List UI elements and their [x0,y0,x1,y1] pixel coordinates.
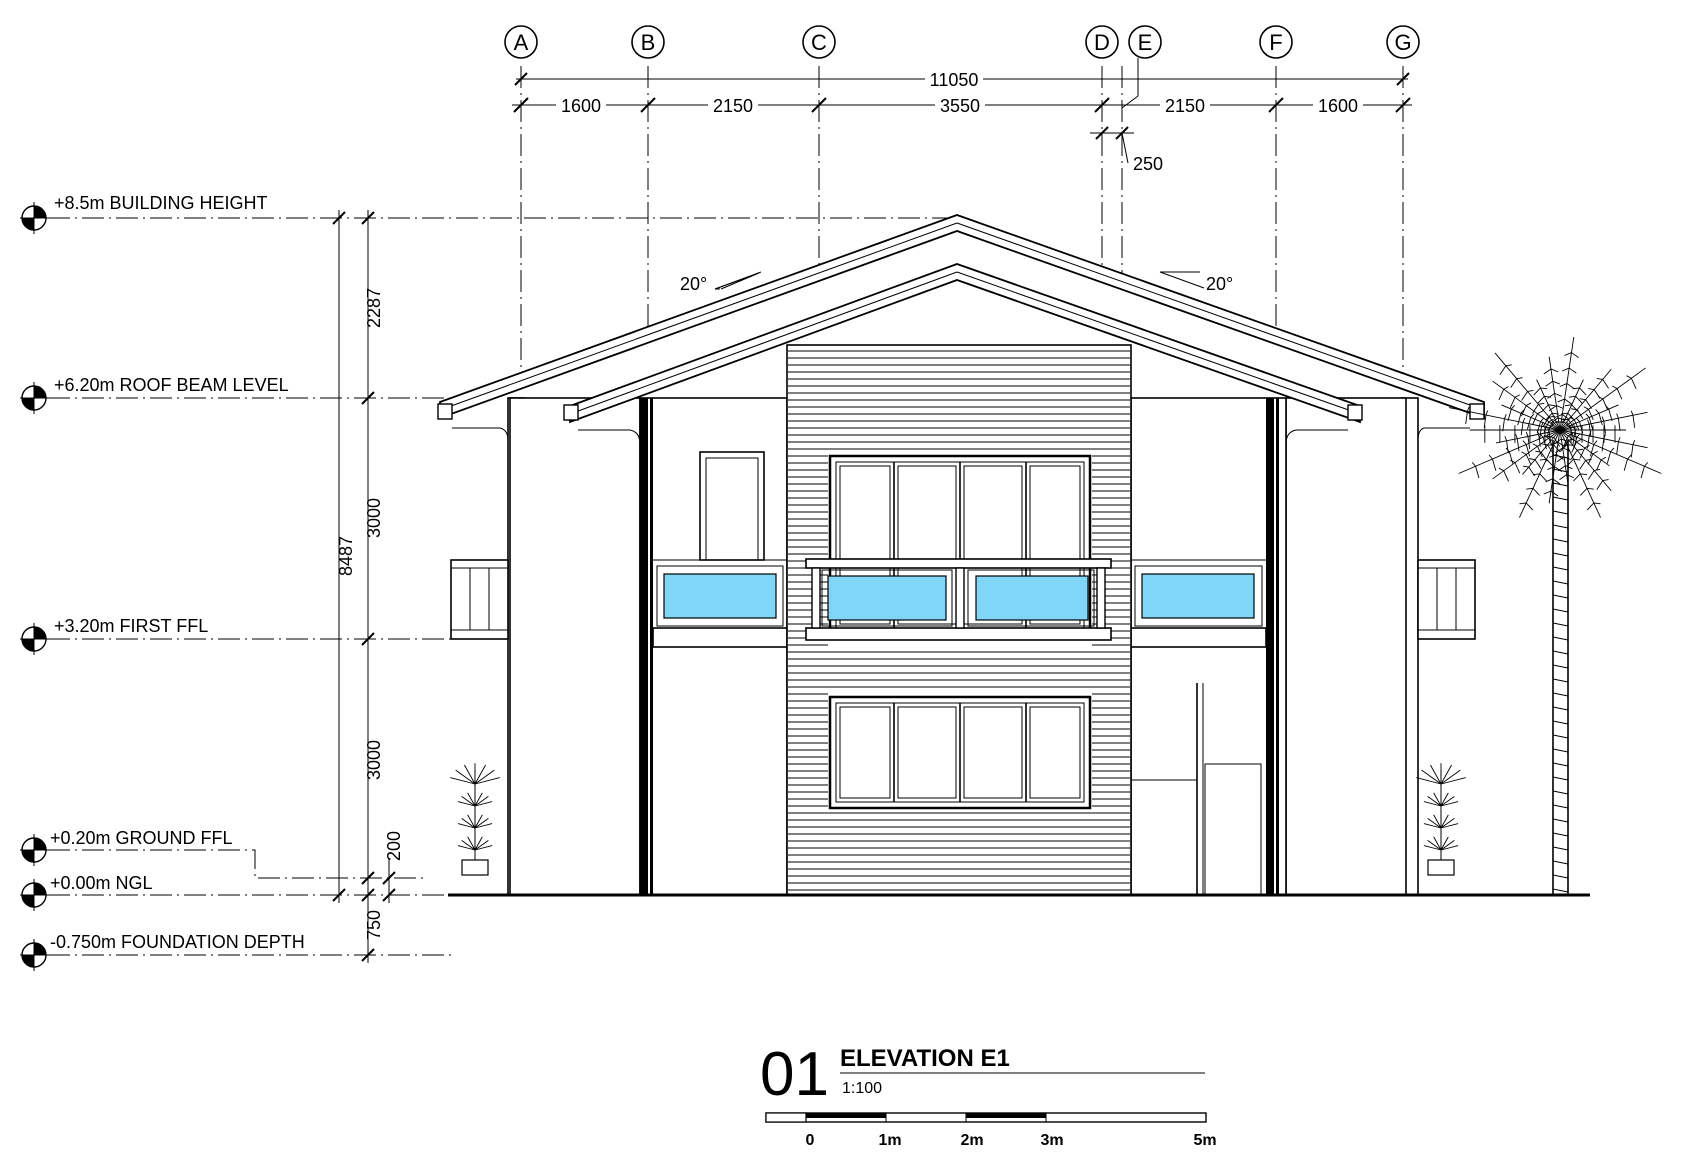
level-label-roof-beam: +6.20m ROOF BEAM LEVEL [54,375,289,395]
overall-dimension: 11050 [514,69,1410,90]
cladding-lines [788,350,1130,891]
balcony-glass-left [663,573,777,619]
level-label-building-height: +8.5m BUILDING HEIGHT [54,193,268,213]
dim-plinth-text: 200 [384,831,404,861]
left-wing-balustrade [450,559,509,640]
dim-roof-text: 2287 [364,288,384,328]
balcony-left [653,559,787,627]
scale-label-1m: 1m [878,1132,901,1149]
potted-plant-right [1416,763,1466,876]
potted-plant-left [450,763,500,876]
level-lines [48,217,960,956]
grid-label-b: B [641,30,656,55]
scale-label-2m: 2m [960,1132,983,1149]
level-marker-first-ffl [20,623,48,655]
overall-dimension-text: 11050 [930,70,979,90]
floor-band-right [1130,627,1267,648]
offset-dimension-text: 250 [1133,154,1163,174]
right-wing-balustrade [1417,559,1476,640]
grid-label-f: F [1269,30,1282,55]
dim-upper-text: 3000 [364,498,384,538]
drawing-number: 01 [760,1040,829,1109]
dim-lower-text: 3000 [364,740,384,780]
drawing-title: ELEVATION E1 [840,1045,1010,1072]
lower-roof [563,263,1363,895]
level-marker-ngl [20,879,48,911]
grid-bubble-d: D [1085,25,1119,59]
level-marker-ground-ffl [20,834,48,866]
level-label-foundation: -0.750m FOUNDATION DEPTH [50,932,305,952]
roof-pitch-right-text: 20° [1206,274,1233,294]
level-markers [20,202,48,971]
central-balcony [805,558,1112,641]
scale-label-3m: 3m [1040,1132,1063,1149]
scale-label-0: 0 [806,1132,815,1149]
title-block: 01 ELEVATION E1 1:100 0 1m 2m 3m 5m [760,1040,1217,1149]
dim-total-text: 8487 [336,536,356,576]
grid-label-c: C [811,30,827,55]
level-label-ground-ffl: +0.20m GROUND FFL [50,828,233,848]
grid-lines [520,66,1404,378]
grid-label-e: E [1138,30,1153,55]
building: 20° 20° [437,214,1590,897]
upper-door-left [699,451,765,561]
grid-bubble-a: A [504,25,538,59]
grid-label-g: G [1394,30,1411,55]
bay-dimension-fg: 1600 [1318,96,1358,116]
offset-dimension: 250 [1090,126,1163,174]
left-main-wall [509,397,641,896]
balcony-glass-right [1141,573,1255,619]
vertical-dimensions: 8487 2287 3000 3000 200 750 [332,210,404,963]
ground-door-right [1131,683,1262,896]
grid-label-a: A [514,30,529,55]
bay-dimension-ef: 2150 [1165,96,1205,116]
grid-label-d: D [1094,30,1110,55]
level-label-ngl: +0.00m NGL [50,873,153,893]
level-labels: +8.5m BUILDING HEIGHT +6.20m ROOF BEAM L… [50,193,305,952]
palm-tree [1448,337,1662,895]
bay-dimension-ab: 1600 [561,96,601,116]
level-marker-building-height [20,202,48,234]
level-marker-foundation [20,939,48,971]
bay-dimensions: 1600 2150 3550 2150 1600 [512,96,1412,116]
bay-dimension-cd: 3550 [940,96,980,116]
scale-label-5m: 5m [1193,1132,1216,1149]
grid-bubble-b: B [631,25,665,59]
grid-bubble-c: C [802,25,836,59]
drawing-scale: 1:100 [842,1080,882,1097]
roof-pitch-left: 20° [680,271,762,294]
level-marker-roof-beam [20,382,48,414]
grid-bubble-g: G [1386,25,1420,59]
upper-roof [437,214,1485,885]
balcony-right [1131,559,1266,627]
bay-dimension-bc: 2150 [713,96,753,116]
right-main-wall [1285,397,1407,896]
balcony-glass-center-right [975,575,1089,621]
scale-bar: 0 1m 2m 3m 5m [765,1112,1217,1149]
ground-window-block [828,695,1092,810]
balcony-glass-center-left [827,575,947,621]
roof-pitch-left-text: 20° [680,274,707,294]
grid-bubble-f: F [1259,25,1293,59]
roof-pitch-right: 20° [1159,271,1233,294]
grid-bubble-e: E [1121,25,1162,109]
level-label-first-ffl: +3.20m FIRST FFL [54,616,208,636]
floor-band-left [652,627,788,648]
dim-footing-text: 750 [364,910,384,940]
